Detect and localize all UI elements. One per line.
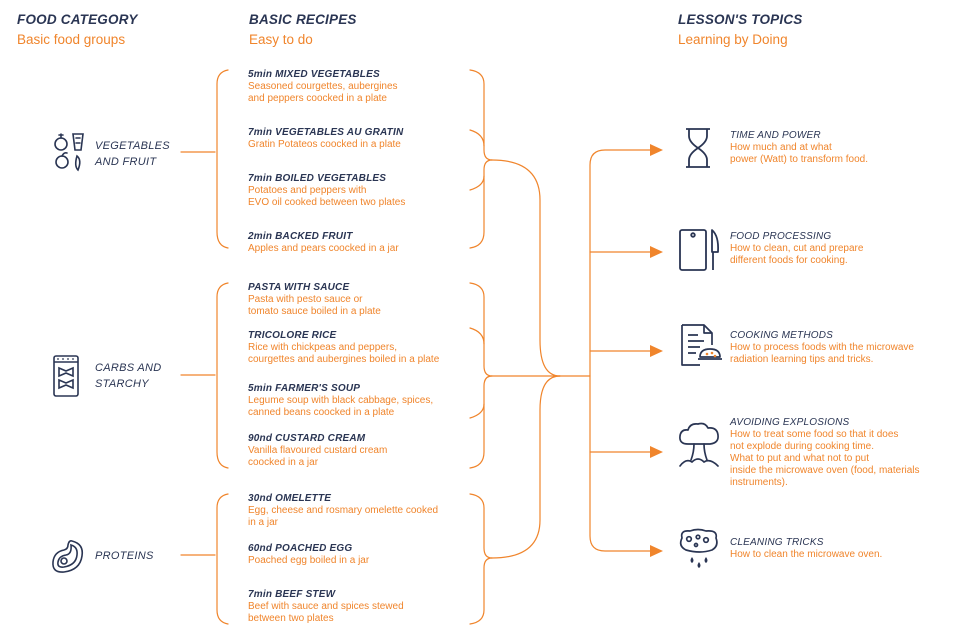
arrow-head-cleaning-tricks	[650, 545, 663, 557]
recipe-description: Poached egg boiled in a jar	[248, 555, 370, 566]
recipe-item: 60nd POACHED EGG Poached egg boiled in a…	[248, 542, 488, 567]
recipe-item: PASTA WITH SAUCE Pasta with pesto sauce …	[248, 281, 488, 318]
cleaning-sponge-icon	[679, 528, 718, 568]
topic-item-avoiding-explosions: AVOIDING EXPLOSIONS How to treat some fo…	[730, 416, 955, 489]
recipe-title: PASTA WITH SAUCE	[248, 282, 350, 293]
category-label-carbs: CARBS AND STARCHY	[95, 362, 162, 390]
recipe-item: 7min VEGETABLES AU GRATIN Gratin Potateo…	[248, 126, 488, 151]
category-column-subtitle: Basic food groups	[17, 32, 126, 47]
recipe-title: 30nd OMELETTE	[248, 493, 332, 504]
recipe-title: 7min BOILED VEGETABLES	[248, 173, 387, 184]
recipe-item: 2min BACKED FRUIT Apples and pears coock…	[248, 230, 488, 255]
category-label-vegetables: VEGETABLES AND FRUIT	[95, 140, 170, 168]
recipes-column-subtitle: Easy to do	[249, 32, 313, 47]
recipe-description: Vanilla flavoured custard cream coocked …	[248, 445, 388, 468]
topic-description: How to clean, cut and prepare different …	[730, 243, 864, 266]
topic-title: CLEANING TRICKS	[730, 537, 824, 548]
recipe-description: Gratin Potateos coocked in a plate	[248, 139, 401, 150]
recipe-description: Rice with chickpeas and peppers, courget…	[248, 342, 440, 365]
recipe-title: 90nd CUSTARD CREAM	[248, 433, 366, 444]
recipe-item: TRICOLORE RICE Rice with chickpeas and p…	[248, 329, 488, 366]
recipe-title: 7min VEGETABLES AU GRATIN	[248, 127, 404, 138]
recipe-item: 5min MIXED VEGETABLES Seasoned courgette…	[248, 68, 488, 105]
recipe-title: 5min MIXED VEGETABLES	[248, 69, 380, 80]
explosion-icon	[679, 422, 719, 467]
recipe-description: Seasoned courgettes, aubergines and pepp…	[248, 81, 398, 104]
pasta-box-icon	[53, 355, 79, 397]
recipe-title: 2min BACKED FRUIT	[248, 231, 353, 242]
category-column-title: FOOD CATEGORY	[17, 12, 138, 27]
recipe-description: Apples and pears coocked in a jar	[248, 243, 399, 254]
topic-description: How to clean the microwave oven.	[730, 549, 883, 560]
recipe-description: Egg, cheese and rosmary omelette cooked …	[248, 505, 439, 528]
recipe-title: TRICOLORE RICE	[248, 330, 337, 341]
steak-icon	[52, 540, 84, 573]
recipe-item: 5min FARMER'S SOUP Legume soup with blac…	[248, 382, 488, 419]
vegetables-icon	[54, 133, 84, 172]
category-label-proteins: PROTEINS	[95, 550, 154, 562]
recipe-description: Pasta with pesto sauce or tomato sauce b…	[248, 294, 381, 317]
cutting-board-knife-icon	[679, 229, 720, 271]
arrow-head-avoiding-explosions	[650, 446, 663, 458]
topic-item-time-power: TIME AND POWER How much and at what powe…	[730, 129, 955, 166]
recipe-book-icon	[681, 324, 722, 366]
topic-item-cleaning-tricks: CLEANING TRICKS How to clean the microwa…	[730, 536, 955, 561]
recipe-item: 7min BOILED VEGETABLES Potatoes and pepp…	[248, 172, 488, 209]
topic-title: AVOIDING EXPLOSIONS	[730, 417, 850, 428]
recipe-description: Potatoes and peppers with EVO oil cooked…	[248, 185, 406, 208]
recipe-title: 5min FARMER'S SOUP	[248, 383, 361, 394]
topic-item-food-processing: FOOD PROCESSING How to clean, cut and pr…	[730, 230, 955, 267]
hourglass-icon	[686, 128, 710, 168]
recipe-item: 7min BEEF STEW Beef with sauce and spice…	[248, 588, 488, 625]
topic-item-cooking-methods: COOKING METHODS How to process foods wit…	[730, 329, 955, 366]
topic-title: COOKING METHODS	[730, 330, 834, 341]
arrow-head-cooking-methods	[650, 345, 663, 357]
topics-column-title: LESSON'S TOPICS	[678, 12, 803, 27]
topics-column-subtitle: Learning by Doing	[678, 32, 788, 47]
recipe-item: 90nd CUSTARD CREAM Vanilla flavoured cus…	[248, 432, 488, 469]
topic-description: How to treat some food so that it does n…	[730, 429, 920, 488]
recipe-title: 60nd POACHED EGG	[248, 543, 353, 554]
recipe-description: Legume soup with black cabbage, spices, …	[248, 395, 434, 418]
topic-description: How to process foods with the microwave …	[730, 342, 914, 365]
topic-title: TIME AND POWER	[730, 130, 821, 141]
topic-description: How much and at what power (Watt) to tra…	[730, 142, 869, 165]
recipes-column-title: BASIC RECIPES	[249, 12, 357, 27]
recipe-description: Beef with sauce and spices stewed betwee…	[248, 601, 404, 624]
recipe-title: 7min BEEF STEW	[248, 589, 336, 600]
recipe-item: 30nd OMELETTE Egg, cheese and rosmary om…	[248, 492, 488, 529]
arrow-head-food-processing	[650, 246, 663, 258]
topic-title: FOOD PROCESSING	[730, 231, 832, 242]
arrow-head-time-power	[650, 144, 663, 156]
